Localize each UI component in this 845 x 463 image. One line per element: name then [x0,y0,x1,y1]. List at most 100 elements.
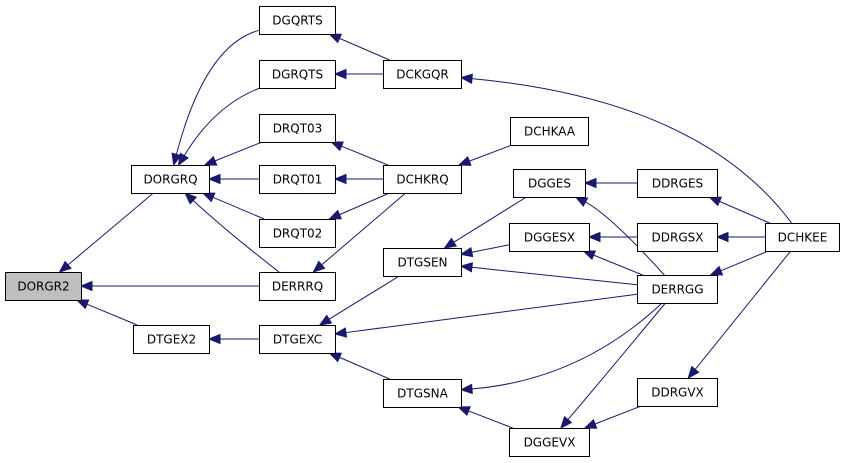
node-box [5,272,82,301]
edge-line [720,250,769,272]
node-dorgr2[interactable]: DORGR2 [5,272,82,301]
node-box [259,60,336,89]
arrowhead [184,192,198,205]
node-dggesx[interactable]: DGGESX [509,223,590,252]
node-dtgexc[interactable]: DTGEXC [259,325,336,354]
node-box [637,223,718,252]
arrowhead [587,231,601,243]
node-dorgrq[interactable]: DORGRQ [131,165,210,194]
nodes-layer: DORGR2 DORGRQ DTGEX2 DGQRTS DGRQTS DRQT03DRQT… [5,6,840,457]
node-drqt02[interactable]: DRQT02 [259,219,336,248]
arrowhead [328,209,343,220]
edge-drqt03-to-dorgrq [203,141,263,166]
edge-line [86,303,138,326]
edge-dchkrq-to-drqt02 [328,192,390,220]
node-box [259,325,336,354]
node-box [383,379,462,408]
edge-line [471,78,792,224]
arrowhead [709,265,724,276]
arrowhead [207,173,221,185]
arrowhead [58,260,72,273]
arrowhead [79,280,93,292]
node-dtgsna[interactable]: DTGSNA [383,379,462,408]
node-drqt03[interactable]: DRQT03 [259,114,336,143]
node-dchkee[interactable]: DCHKEE [765,223,840,252]
arrowhead [333,327,348,338]
edge-line [183,87,261,156]
edge-line [339,37,390,61]
edge-drqt02-to-dorgrq [201,192,265,220]
edge-dtgex2-to-dorgr2 [75,299,138,326]
edge-dchkee-to-dckgqr [459,73,792,224]
node-drqt01[interactable]: DRQT01 [259,165,336,194]
edge-line [694,250,792,370]
node-label: DTGEX2 [147,333,196,347]
edge-derrgg-to-dggevx [560,302,666,430]
arrowhead [328,33,343,44]
edge-dchkrq-to-derrrq [312,192,406,273]
edge-dgrqts-to-dorgrq [177,87,261,167]
node-label: DCHKRQ [396,173,448,187]
arrowhead [582,250,597,261]
node-label: DCHKEE [778,231,828,245]
node-dckgqr[interactable]: DCKGQR [383,60,462,89]
arrowhead [459,73,473,84]
edge-line [567,302,666,420]
edge-line [339,356,390,380]
node-dgrqts[interactable]: DGRQTS [259,60,336,89]
node-label: DTGSNA [397,387,448,401]
arrowhead [203,155,218,166]
edge-drqt01-to-dorgrq [207,173,259,185]
node-box [131,165,210,194]
arrowhead [457,156,472,166]
edge-dchkrq-to-drqt03 [330,141,388,166]
edge-ddrges-to-dgges [583,177,637,189]
node-box [513,169,586,198]
node-label: DGRQTS [272,68,323,82]
arrowhead [75,299,90,310]
arrowhead [708,196,723,207]
node-label: DGGES [528,177,571,191]
edge-line [585,201,665,276]
edges-layer [58,29,792,430]
node-box [383,165,462,194]
edge-dgges-to-dtgsen [443,196,527,249]
node-label: DGGESX [524,231,575,245]
edge-dckgqr-to-dgqrts [328,33,390,61]
edge-line [192,200,280,273]
edge-dchkee-to-derrgg [709,250,769,276]
arrowhead [459,246,474,258]
arrowhead [207,333,221,345]
edge-line [471,302,663,390]
node-derrgg[interactable]: DERRGG [637,275,718,304]
node-ddrgvx[interactable]: DDRGVX [637,378,718,407]
node-box [259,165,336,194]
node-label: DRQT03 [273,122,323,136]
arrowhead [328,352,343,363]
edge-dchkee-to-ddrges [708,196,770,224]
edge-line [67,192,154,266]
node-box [259,272,336,301]
node-dgqrts[interactable]: DGQRTS [259,6,336,35]
node-box [259,219,336,248]
arrowhead [687,365,700,380]
node-label: DTGSEN [397,256,447,270]
node-label: DGGEVX [524,436,576,450]
edge-line [341,145,388,166]
edge-line [214,141,263,162]
node-label: DDRGES [652,177,703,191]
node-label: DRQT01 [273,173,323,187]
node-dchkaa[interactable]: DCHKAA [510,117,589,146]
edge-dggevx-to-dtgsna [457,406,513,429]
node-dgges[interactable]: DGGES [513,169,586,198]
node-dtgex2[interactable]: DTGEX2 [133,325,210,354]
node-box [509,428,590,457]
node-ddrges[interactable]: DDRGES [637,169,718,198]
node-dtgsen[interactable]: DTGSEN [383,248,462,277]
node-dchkrq[interactable]: DCHKRQ [383,165,462,194]
edge-dchkrq-to-drqt01 [333,173,383,185]
node-derrrq[interactable]: DERRRQ [259,272,336,301]
node-box [259,114,336,143]
node-ddrgsx[interactable]: DDRGSX [637,223,718,252]
node-dggevx[interactable]: DGGEVX [509,428,590,457]
